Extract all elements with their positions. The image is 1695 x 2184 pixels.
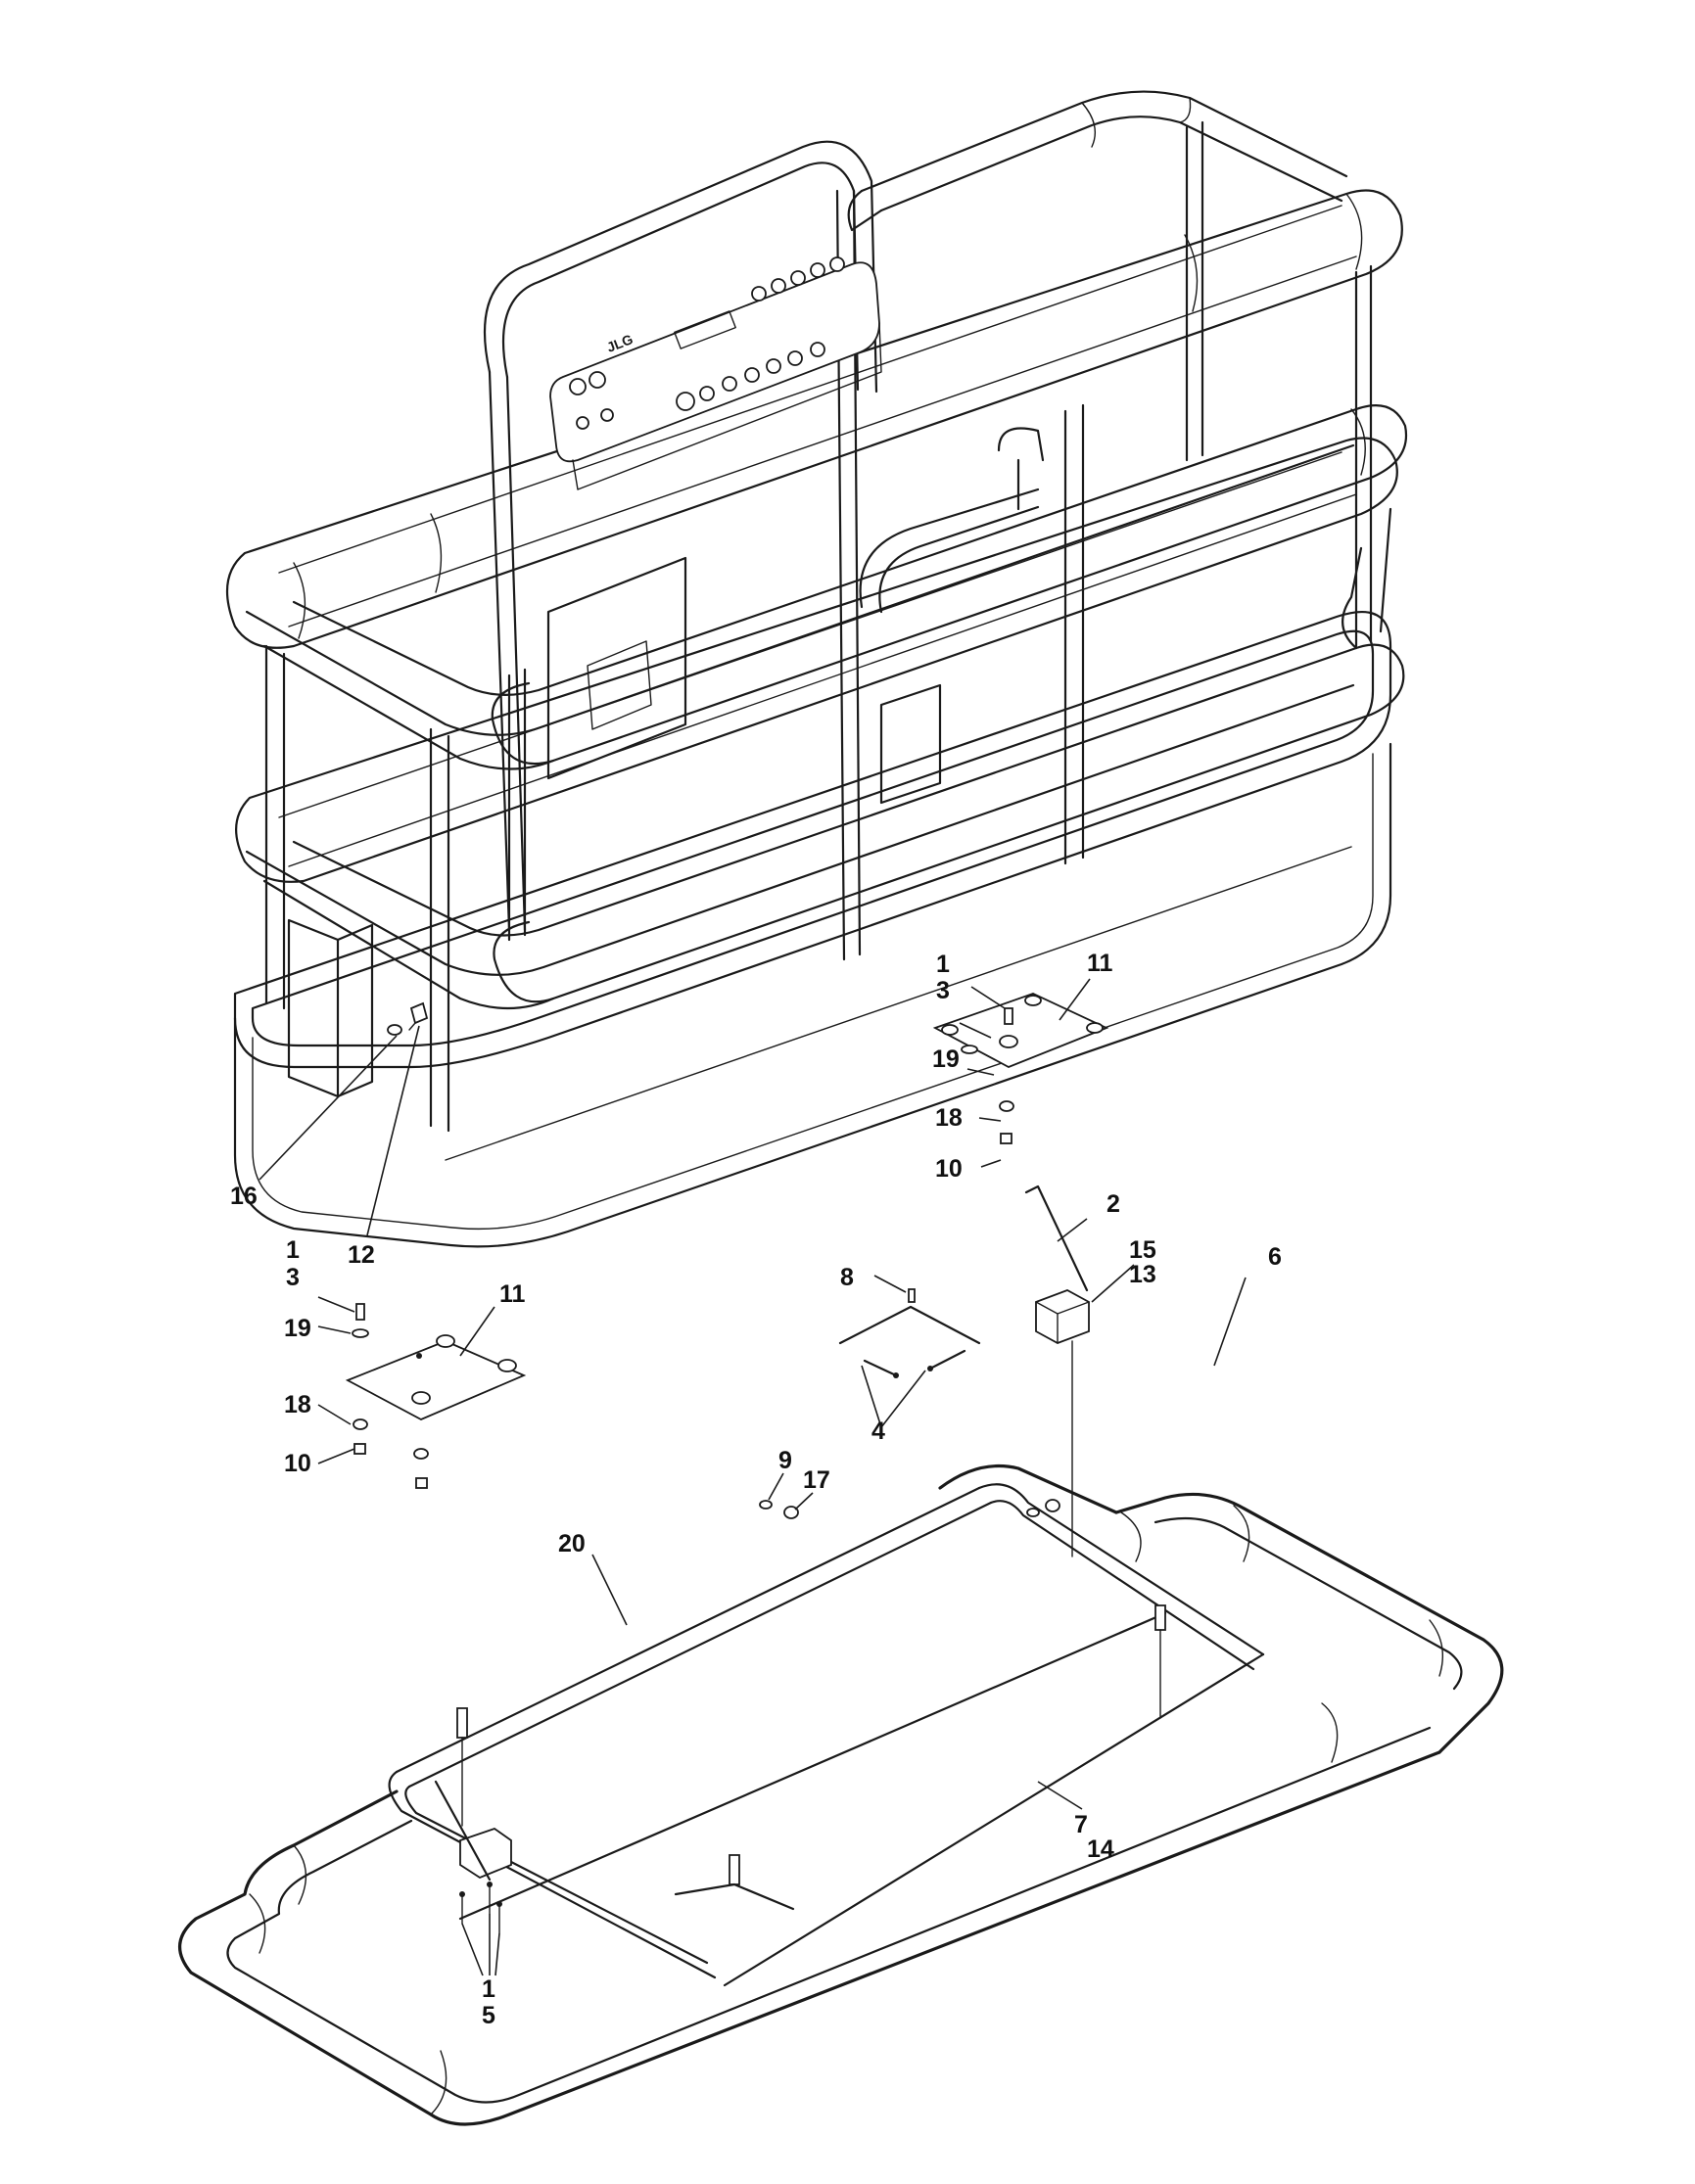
callout-3-left: 3: [286, 1264, 300, 1291]
callout-2: 2: [1106, 1190, 1120, 1218]
callout-15: 15: [1129, 1236, 1156, 1264]
callout-1-bottom: 1: [482, 1975, 495, 2003]
leader-lines: [259, 978, 1247, 1976]
spacer-item-17: [783, 1506, 799, 1519]
switch-item-15-13: [1035, 1289, 1090, 1557]
control-console-panel: JLG: [549, 256, 882, 490]
callout-3-right: 3: [936, 977, 950, 1004]
post-item-guard-center: [674, 1854, 795, 1911]
bolt-item-1-3-right: [1004, 1007, 1013, 1025]
callout-5: 5: [482, 2002, 495, 2029]
console-joystick-row-upper: [751, 256, 845, 302]
bolt-item-guard-right: [1026, 1499, 1060, 1517]
switch-assembly-lower-left: [434, 1780, 512, 1882]
mounting-plate-right: [932, 993, 1109, 1068]
cable-item-2: [1024, 1185, 1089, 1292]
callout-11-left: 11: [499, 1280, 526, 1308]
platform-far-rail: [847, 90, 1348, 232]
nut-item-10-right: [1000, 1133, 1012, 1144]
callout-12: 12: [348, 1241, 375, 1269]
callout-10-left: 10: [284, 1450, 311, 1477]
callout-16: 16: [230, 1183, 258, 1210]
console-left-knobs: [569, 371, 614, 430]
callout-18-left: 18: [284, 1391, 311, 1418]
platform-uprights: [264, 120, 1373, 1133]
hardware-item-12: [408, 1001, 429, 1031]
callout-13: 13: [1129, 1261, 1156, 1288]
screw-item-4: [863, 1349, 966, 1378]
callout-labels: 1 3 11 19 18 10 16 12 2 15 13 6 1 3 11 1…: [230, 950, 1282, 2029]
guard-rail-item-7-14: [178, 1702, 1441, 2126]
callout-14: 14: [1087, 1835, 1114, 1863]
bolts-item-1-5: [459, 1882, 502, 1934]
callout-4: 4: [871, 1417, 885, 1445]
hardware-item-16: [387, 1024, 402, 1036]
washer-item-19-left: [352, 1328, 369, 1338]
platform-basket: JLG: [225, 90, 1408, 1248]
callout-10-right: 10: [935, 1155, 963, 1183]
callout-17: 17: [803, 1466, 830, 1494]
bolt-item-1-3-left: [355, 1303, 365, 1321]
callout-19-right: 19: [932, 1046, 960, 1073]
console-switch-row-lower: [676, 342, 825, 411]
callout-19-left: 19: [284, 1315, 311, 1342]
callout-8: 8: [840, 1264, 854, 1291]
platform-side-box: [287, 918, 374, 1098]
callout-7: 7: [1074, 1811, 1088, 1838]
guard-frame-item-20: [388, 1483, 1265, 1987]
callout-1-right: 1: [936, 951, 950, 978]
washer-item-18-left: [353, 1418, 429, 1460]
washer-item-19-right: [961, 1045, 978, 1054]
callout-18-right: 18: [935, 1104, 963, 1132]
bolt-item-9: [759, 1500, 773, 1510]
callout-11-right: 11: [1087, 950, 1113, 977]
bracket-item-8: [838, 1288, 981, 1345]
callout-6: 6: [1268, 1243, 1282, 1271]
callout-20: 20: [558, 1530, 586, 1557]
platform-floor-tub: [233, 611, 1392, 1248]
guard-rail-item-6: [938, 1464, 1504, 1754]
platform-mid-rail: [235, 437, 1405, 1010]
post-item-guard-right: [1154, 1604, 1166, 1719]
platform-interior-bracket: [546, 427, 1045, 805]
washer-item-18-right: [999, 1100, 1014, 1112]
mounting-plate-left: [345, 1334, 527, 1420]
post-item-guard-left: [456, 1707, 468, 1827]
callout-1-left: 1: [286, 1236, 300, 1264]
callout-9: 9: [778, 1447, 792, 1474]
